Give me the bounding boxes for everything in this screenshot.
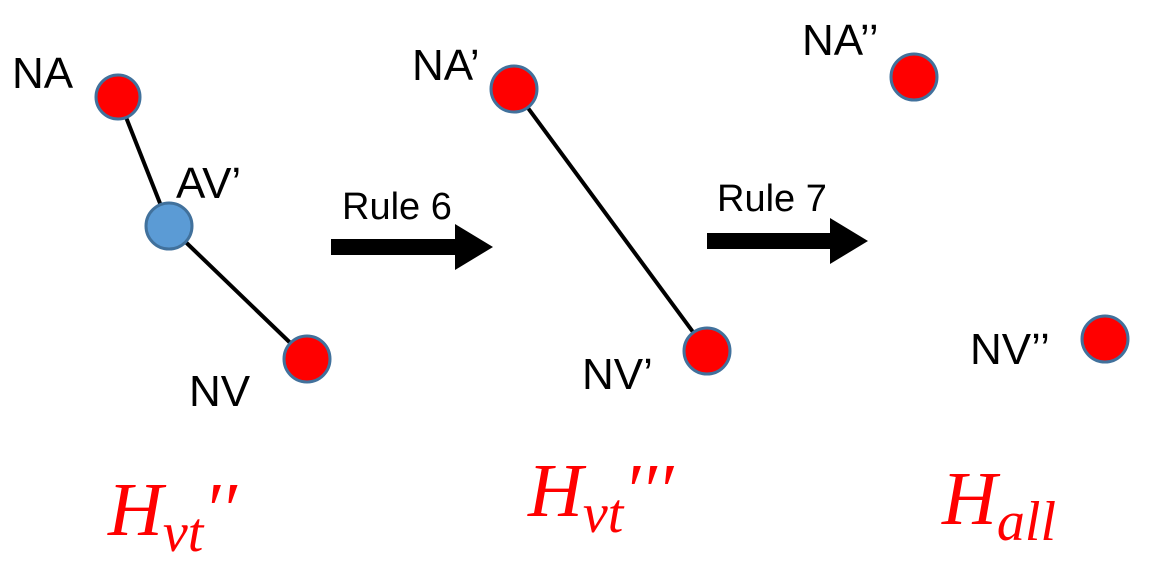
node-na-double-prime	[889, 52, 939, 102]
arrow-rule-6: Rule 6	[331, 186, 493, 270]
graph-label-hvt-triple-prime: Hvt′′′	[527, 449, 675, 545]
node-av-label: AV’	[176, 159, 241, 208]
node-na-prime-label: NA’	[412, 41, 480, 90]
graph-hvt-triple-prime: NA’ NV’ Hvt′′′	[412, 41, 732, 545]
node-na-label: NA	[12, 49, 74, 98]
node-na	[94, 73, 142, 121]
node-nv-double-prime-label: NV’’	[970, 325, 1050, 374]
node-nv-prime-label: NV’	[582, 350, 653, 399]
arrow-rule-6-label: Rule 6	[342, 186, 452, 228]
graph-label-subscript: vt	[583, 483, 625, 545]
node-nv-label: NV	[189, 367, 251, 416]
graph-label-main: H	[527, 449, 587, 533]
graph-label-main: H	[941, 457, 1001, 541]
arrow-right-icon	[331, 224, 493, 270]
graph-label-subscript: all	[997, 491, 1056, 553]
arrow-right-icon	[707, 218, 868, 264]
edge-av-nv	[167, 224, 309, 361]
node-nv	[282, 334, 332, 384]
edge-na-nv	[512, 87, 709, 353]
graph-hvt-double-prime: NA AV’ NV Hvt′′	[12, 49, 332, 564]
graph-label-primes: ′′	[203, 468, 238, 552]
graph-label-primes: ′′′	[623, 449, 674, 533]
arrow-rule-7-label: Rule 7	[717, 178, 827, 220]
graph-label-hvt-double-prime: Hvt′′	[107, 468, 238, 564]
graph-hall: NA’’ NV’’ Hall	[802, 16, 1130, 553]
graph-label-hall: Hall	[941, 457, 1056, 553]
node-na-double-prime-label: NA’’	[802, 16, 879, 65]
graph-label-main: H	[107, 468, 167, 552]
arrow-rule-7: Rule 7	[707, 178, 868, 264]
node-nv-double-prime	[1080, 314, 1130, 364]
node-nv-prime	[682, 326, 732, 376]
node-av	[144, 201, 194, 251]
graph-label-subscript: vt	[163, 502, 205, 564]
node-na-prime	[489, 64, 539, 114]
